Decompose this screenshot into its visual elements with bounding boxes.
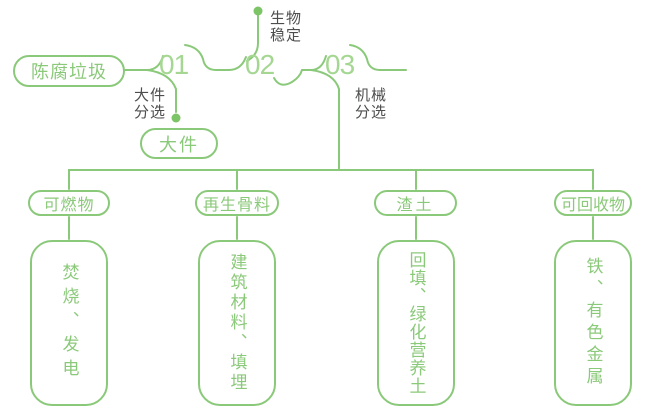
result-box-building-materials: 建筑材料、填埋 <box>198 240 276 406</box>
line-step1-to-step2 <box>184 44 247 71</box>
bulky-sorting-line2: 分选 <box>134 104 167 121</box>
line-riser-bio <box>246 13 259 62</box>
category-pill-label: 再生骨料 <box>202 197 271 214</box>
step-number-02: 02 <box>245 49 275 80</box>
line-drop-to-branch <box>310 69 340 171</box>
bio-stabilization-line1: 生物 <box>270 10 303 27</box>
result-box-text: 回填、绿化营养土 <box>406 251 426 395</box>
line-source-to-step1 <box>124 55 164 71</box>
bio-endpoint-dot <box>253 6 263 16</box>
source-pill-label: 陈腐垃圾 <box>31 62 107 82</box>
category-pill-recyclables: 可回收物 <box>554 190 632 216</box>
step-number-01: 01 <box>159 49 189 80</box>
category-pill-recycled-aggregate: 再生骨料 <box>195 190 279 216</box>
bio-stabilization-line2: 稳定 <box>270 27 303 44</box>
result-box-text: 焚烧、发电 <box>59 263 79 383</box>
result-box-metals: 铁、有色金属 <box>554 240 632 406</box>
mechanical-sorting-line1: 机械 <box>355 87 388 104</box>
mechanical-sorting-line2: 分选 <box>355 104 388 121</box>
bulky-item-pill: 大件 <box>140 128 218 159</box>
line-step2-to-step3 <box>273 55 327 86</box>
bulky-item-pill-label: 大件 <box>159 134 199 155</box>
category-pill-combustibles: 可燃物 <box>28 190 110 216</box>
result-box-text: 建筑材料、填埋 <box>227 253 247 393</box>
line-step3-tail <box>349 44 407 71</box>
bulky-sorting-label: 大件 分选 <box>134 87 166 121</box>
step-number-03: 03 <box>325 49 355 80</box>
bulky-sorting-line1: 大件 <box>134 87 167 104</box>
source-pill: 陈腐垃圾 <box>13 55 125 87</box>
bulky-endpoint-dot <box>171 113 181 123</box>
category-pill-label: 渣土 <box>396 197 435 214</box>
result-box-text: 铁、有色金属 <box>583 257 603 389</box>
bio-stabilization-label: 生物 稳定 <box>270 10 302 44</box>
result-box-backfill: 回填、绿化营养土 <box>377 240 455 406</box>
category-pill-label: 可燃物 <box>43 197 95 214</box>
category-pill-slag-soil: 渣土 <box>374 190 457 216</box>
result-box-incineration: 焚烧、发电 <box>30 240 108 406</box>
category-pill-label: 可回收物 <box>560 197 625 214</box>
line-branch-bus <box>68 169 594 190</box>
mechanical-sorting-label: 机械 分选 <box>355 87 387 121</box>
line-drop-to-bulky <box>146 69 177 113</box>
